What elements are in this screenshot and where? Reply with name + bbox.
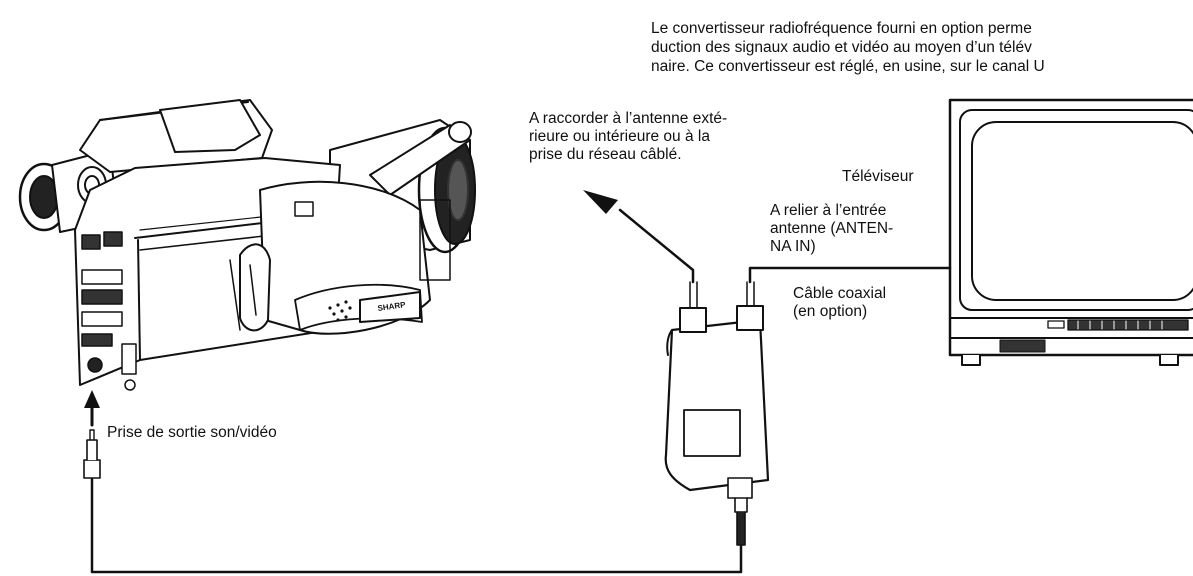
intro-line-1: Le convertisseur radiofréquence fourni e… (651, 20, 1032, 37)
antenna-label-line-3: prise du réseau câblé. (529, 146, 682, 163)
coax-label-line-2: (en option) (793, 303, 868, 320)
tv-illustration (948, 98, 1193, 366)
antenna-in-label-line-1: A relier à l’entrée (770, 202, 887, 219)
antenna-cable (583, 190, 695, 284)
antenna-in-label: A relier à l’entrée antenne (ANTEN- NA I… (770, 202, 893, 256)
intro-line-3: naire. Ce convertisseur est réglé, en us… (651, 58, 1045, 75)
coax-label: Câble coaxial (en option) (793, 285, 886, 321)
antenna-label: A raccorder à l’antenne exté- rieure ou … (529, 110, 727, 164)
antenna-in-label-line-2: antenne (ANTEN- (770, 220, 894, 237)
intro-line-2: duction des signaux audio et vidéo au mo… (651, 39, 1032, 56)
antenna-in-label-line-3: NA IN) (770, 238, 816, 255)
camcorder-illustration (18, 99, 476, 391)
tv-label: Téléviseur (842, 168, 914, 185)
av-cable (83, 390, 743, 574)
intro-paragraph: Le convertisseur radiofréquence fourni e… (651, 19, 1193, 76)
rf-converter-illustration (664, 281, 770, 546)
antenna-label-line-1: A raccorder à l’antenne exté- (529, 110, 728, 127)
camcorder-brand-text: SHARP (377, 300, 407, 313)
av-output-label: Prise de sortie son/vidéo (107, 424, 277, 441)
antenna-label-line-2: rieure ou intérieure ou à la (529, 128, 710, 145)
tv-coax-cable (748, 266, 952, 284)
coax-label-line-1: Câble coaxial (793, 285, 887, 302)
